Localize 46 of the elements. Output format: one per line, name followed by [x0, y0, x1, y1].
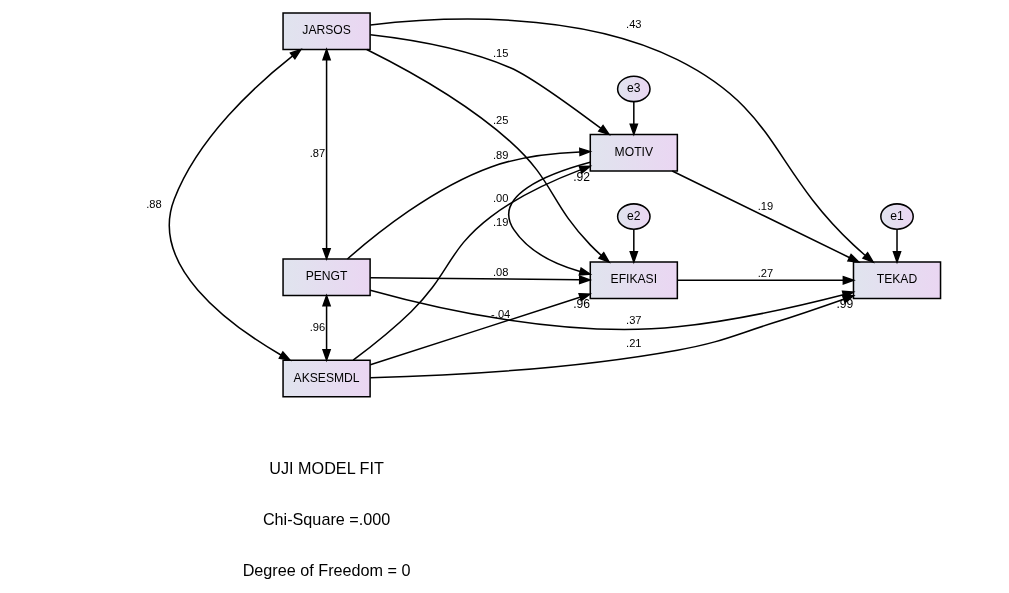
label: Degree of Freedom = 0	[242, 560, 410, 579]
edge-label: .08	[492, 265, 508, 278]
node-label: .92	[572, 169, 590, 184]
edge-label: .96	[309, 320, 325, 333]
node-label: .96	[572, 296, 590, 311]
arrow	[368, 294, 856, 378]
arrow	[321, 46, 331, 261]
node-box: PENGT	[281, 257, 371, 296]
node-box: JARSOS	[281, 11, 371, 50]
edge-label: .87	[309, 146, 325, 159]
arrow	[671, 169, 861, 263]
node-box: AKSESMDL	[281, 359, 371, 397]
edge-label: -.04	[490, 307, 510, 320]
arrow	[628, 228, 638, 264]
arrow	[365, 48, 611, 264]
node-box: EFIKASI	[589, 260, 678, 299]
arrow	[628, 100, 638, 137]
arrow	[676, 275, 856, 285]
edge-label: .15	[492, 46, 508, 59]
arrow	[369, 292, 592, 365]
edge-label: .37	[625, 313, 642, 326]
arrow	[321, 292, 331, 362]
edge-label: .27	[757, 266, 773, 279]
arrow	[369, 274, 592, 284]
label: Chi-Square =.000	[262, 509, 390, 528]
edge-label: .25	[492, 113, 508, 126]
label: UJI MODEL FIT	[268, 458, 384, 477]
node-ellipse: e3	[616, 75, 651, 102]
node-ellipse: e2	[616, 202, 651, 230]
arrow	[351, 164, 592, 361]
edge-label: .00	[492, 191, 508, 204]
arrow	[369, 33, 611, 136]
node-box: MOTIV	[589, 133, 678, 172]
arrow	[891, 228, 902, 264]
edge-label: .89	[492, 148, 508, 161]
arrow	[369, 17, 875, 263]
node-ellipse: e1	[879, 202, 914, 230]
edge-label: .19	[492, 215, 508, 228]
edge-label: .19	[757, 199, 773, 212]
edge-label: .43	[625, 17, 642, 30]
arrow	[507, 160, 592, 276]
arrow	[168, 47, 303, 361]
edge-label: .21	[625, 336, 642, 349]
edge-label: .88	[145, 197, 162, 210]
arrow	[346, 146, 592, 260]
node-box: TEKAD	[852, 260, 941, 299]
